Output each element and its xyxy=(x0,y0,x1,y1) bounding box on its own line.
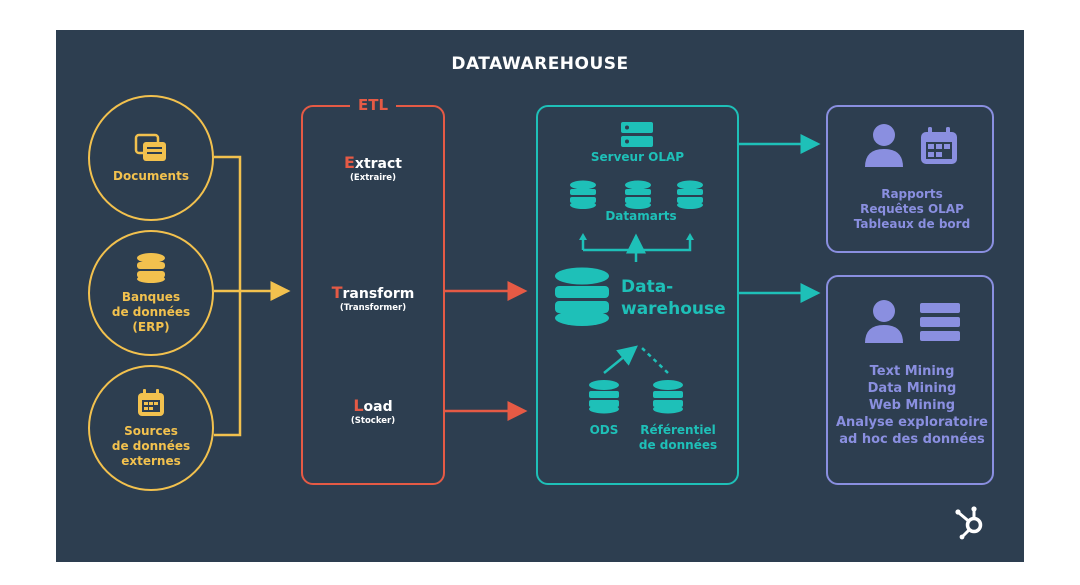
etl-label: ETL xyxy=(349,96,397,114)
datawarehouse-label-line-2: warehouse xyxy=(621,299,726,319)
diagram-title: DATAWAREHOUSE xyxy=(451,54,629,74)
etl-step-extract: Extract (Extraire) xyxy=(301,153,445,183)
hubspot-logo-icon xyxy=(955,506,983,540)
source-external: Sources de données externes xyxy=(88,365,214,491)
reference-data-label: Référentiel de données xyxy=(628,423,728,453)
load-initial: L xyxy=(353,396,364,415)
ods-to-dw-arrow xyxy=(603,345,638,374)
datamarts-label: Datamarts xyxy=(605,209,677,223)
etl-step-transform: Transform (Transformer) xyxy=(301,283,445,313)
reference-data-line-2: de données xyxy=(638,438,718,452)
output-mining-line-4: Analyse exploratoire xyxy=(835,415,988,430)
user-icon xyxy=(865,300,903,343)
olap-server-icon xyxy=(621,122,653,147)
datamart-1-icon xyxy=(570,180,596,209)
transform-initial: T xyxy=(331,283,343,302)
source-erp-line-1: Banques xyxy=(121,289,181,304)
datawarehouse-icon xyxy=(555,267,609,326)
datawarehouse-label-line-1: Data- xyxy=(621,277,674,297)
extract-rest: xtract xyxy=(354,156,402,172)
source-erp-line-3: (ERP) xyxy=(132,319,170,334)
extract-sub: (Extraire) xyxy=(350,173,396,183)
datamart-2-icon xyxy=(625,180,651,209)
extract-initial: E xyxy=(343,153,355,172)
load-sub: (Stocker) xyxy=(350,416,396,426)
documents-icon xyxy=(134,133,166,161)
output-mining-line-5: ad hoc des données xyxy=(839,432,985,447)
transform-rest: ransform xyxy=(342,286,415,302)
source-erp: Banques de données (ERP) xyxy=(88,230,214,356)
warehouse-box xyxy=(536,105,739,485)
source-external-line-2: de données xyxy=(111,438,191,453)
source-documents: Documents xyxy=(88,95,214,221)
etl-label-wrap: ETL xyxy=(301,96,445,114)
transform-sub: (Transformer) xyxy=(339,303,407,313)
output-mining-line-2: Data Mining xyxy=(867,381,957,396)
output-mining-line-1: Text Mining xyxy=(869,364,955,379)
output-reports-box: Rapports Requêtes OLAP Tableaux de bord xyxy=(826,105,994,253)
datawarehouse-label: Data- warehouse xyxy=(621,276,726,320)
calendar-icon xyxy=(138,388,164,416)
ods-label: ODS xyxy=(589,423,619,437)
output-reports-text: Rapports Requêtes OLAP Tableaux de bord xyxy=(828,187,996,232)
output-reports-line-2: Requêtes OLAP xyxy=(860,202,964,216)
source-external-line-3: externes xyxy=(121,453,181,468)
olap-server-label: Serveur OLAP xyxy=(590,150,685,164)
sources-bracket-line xyxy=(214,155,242,437)
calendar-icon xyxy=(921,127,957,164)
output-reports-line-3: Tableaux de bord xyxy=(853,217,971,231)
list-icon xyxy=(920,303,960,341)
datamart-3-icon xyxy=(677,180,703,209)
source-external-line-1: Sources xyxy=(124,423,178,438)
ods-icon xyxy=(589,380,619,414)
output-mining-line-3: Web Mining xyxy=(868,398,956,413)
output-mining-box: Text Mining Data Mining Web Mining Analy… xyxy=(826,275,994,485)
load-rest: oad xyxy=(363,399,393,415)
datamarts-right-arrowhead xyxy=(686,233,694,240)
ref-to-dw-dashed-line xyxy=(641,347,669,374)
output-reports-line-1: Rapports xyxy=(881,187,943,201)
source-erp-line-2: de données xyxy=(111,304,191,319)
output-mining-text: Text Mining Data Mining Web Mining Analy… xyxy=(828,363,996,448)
datamarts-left-arrowhead xyxy=(579,233,587,240)
connector-lines xyxy=(214,134,821,437)
user-icon xyxy=(865,124,903,167)
database-icon xyxy=(137,252,165,283)
source-documents-label: Documents xyxy=(113,168,189,183)
diagram-canvas: DATAWAREHOUSE Documents xyxy=(56,30,1024,562)
reference-data-line-1: Référentiel xyxy=(640,423,716,437)
reference-data-icon xyxy=(653,380,683,414)
etl-step-load: Load (Stocker) xyxy=(301,396,445,426)
